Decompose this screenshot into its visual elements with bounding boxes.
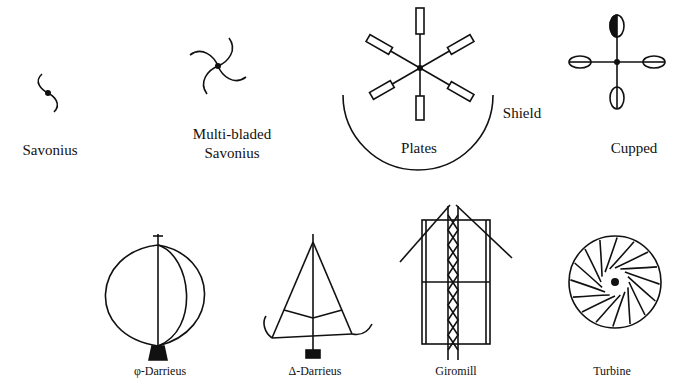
blade-tip [352,324,372,335]
rotor-name: Savonius [22,141,77,160]
savonius-blade [218,38,233,66]
plate [416,8,424,34]
mast-base [306,350,320,358]
cup [569,56,591,68]
mast [157,234,159,348]
cup [610,87,624,109]
rotor-axis [614,59,620,65]
darrieus-blade [158,245,187,346]
rotor-axis [417,65,423,71]
plate-arm [370,65,422,100]
rotor-name: Turbine [593,364,631,379]
mast [312,234,314,358]
rotor-name: φ-Darrieus [134,364,186,379]
rotor-name: Plates [401,139,437,158]
cup-shade [610,15,617,37]
mast-cap [153,235,163,237]
cup [643,56,665,68]
plate-arm [366,35,422,72]
savonius-blade [203,66,218,94]
delta-blade [272,242,313,338]
rotor-axis [45,90,51,96]
savonius-blade [218,66,246,81]
guy-wire [400,205,450,262]
plate [366,35,393,55]
blade-strut [284,310,313,318]
rotor-name: Cupped [611,139,658,158]
rotor-name: Multi-bladed Savonius [177,125,287,163]
giromill-blade [485,220,487,344]
plate [370,81,395,100]
giromill-rotor [400,205,512,360]
rotor-axis [215,63,221,69]
rotor-name: Δ-Darrieus [288,364,341,379]
delta-darrieus-rotor [264,234,372,358]
rotor-axis [611,278,619,286]
giromill-frame [422,220,490,344]
mast-base [149,346,167,360]
savonius-blade [38,74,57,112]
plate [416,96,424,120]
cup [610,15,624,37]
turbine-rotor [569,236,661,328]
turbine-blade [585,249,601,282]
cup-rim [616,87,618,109]
part-name: Shield [503,104,541,123]
plate-arm [416,68,424,120]
turbine-blade [629,282,645,315]
turbine-rim [569,236,661,328]
lattice-bracing [448,215,458,350]
plate-arm [418,65,474,102]
phi-darrieus-rotor [105,234,204,360]
lattice-bracing [448,215,458,350]
darrieus-blade [158,245,205,346]
darrieus-blade [105,245,158,346]
plate-arm [416,8,424,68]
shield-arc [343,95,493,170]
frame-strut [422,281,490,283]
giromill-blade [425,220,427,344]
turbine-blade [582,296,615,312]
savonius-blade [190,51,218,66]
multi-bladed-savonius-rotor [190,38,246,94]
rotor-name: Giromill [435,364,476,379]
blade-strut [272,334,352,338]
delta-blade [313,242,352,334]
cup-rim [569,61,591,63]
blade-strut [313,310,342,318]
plate [447,82,474,102]
plate-arm [418,35,474,72]
turbine-blade [604,242,641,269]
plate [447,35,474,55]
turbine-blade [615,252,648,268]
savonius-rotor [38,74,57,112]
guy-wire [456,205,512,258]
cup-rim [643,61,665,63]
plate-rotor [343,8,493,170]
cup-anemometer-rotor [569,15,665,109]
blade-tip [264,316,272,338]
